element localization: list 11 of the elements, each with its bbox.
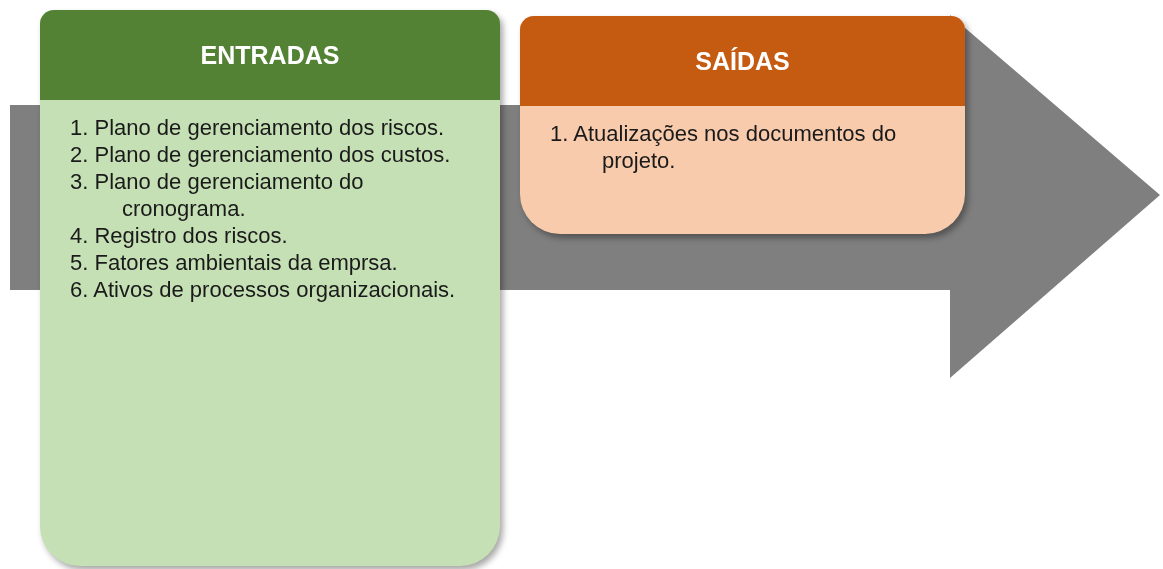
- input-card: [40, 10, 500, 566]
- output-card: [520, 16, 965, 234]
- list-item: 1. Atualizações nos documentos do projeto.: [550, 120, 898, 174]
- list-item: 1. Plano de gerenciamento dos riscos.: [70, 114, 446, 141]
- card-heading: ENTRADAS: [40, 10, 500, 100]
- list-item: 6. Ativos de processos organizacionais.: [70, 276, 457, 303]
- list-item: 3. Plano de gerenciamento do cronograma.: [70, 168, 365, 222]
- list-item: 5. Fatores ambientais da emprsa.: [70, 249, 399, 276]
- list-item: 4. Registro dos riscos.: [70, 222, 289, 249]
- list-item: 2. Plano de gerenciamento dos custos.: [70, 141, 452, 168]
- card-heading: SAÍDAS: [520, 16, 965, 106]
